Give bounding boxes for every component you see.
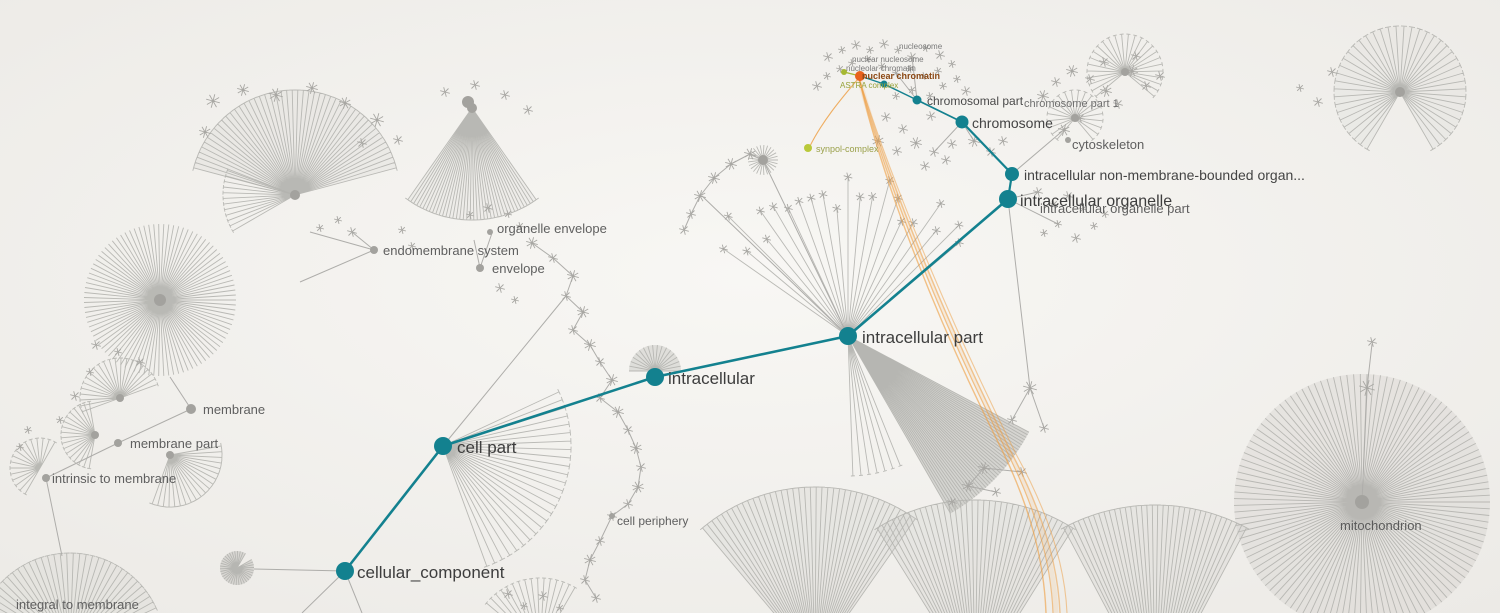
label-cytoskeleton[interactable]: cytoskeleton xyxy=(1072,137,1144,152)
node-chromosome[interactable] xyxy=(955,115,969,129)
gray-hub-node[interactable] xyxy=(1121,68,1129,76)
label-synpol-complex[interactable]: synpol-complex xyxy=(816,144,879,154)
cluster-fan xyxy=(9,437,57,496)
node-cellular-component[interactable] xyxy=(336,562,354,580)
cluster-wedge xyxy=(847,335,1030,514)
gray-hub-node[interactable] xyxy=(476,264,484,272)
label-cell-periphery[interactable]: cell periphery xyxy=(617,514,688,528)
cluster-fan xyxy=(60,400,96,470)
cluster-fan xyxy=(1060,504,1250,613)
node-chromatin[interactable] xyxy=(880,80,888,88)
gray-hub-node[interactable] xyxy=(290,190,300,200)
label-chromosomal-part[interactable]: chromosomal part xyxy=(927,94,1024,108)
node-green-node[interactable] xyxy=(841,69,847,75)
cluster-fan xyxy=(442,389,572,568)
label-nucleolar-chromatin[interactable]: nucleolar chromatin xyxy=(846,64,916,73)
gray-hub-node[interactable] xyxy=(1071,114,1079,122)
gray-hub-node[interactable] xyxy=(467,103,477,113)
node-synpol-complex[interactable] xyxy=(804,144,812,152)
cluster-fan xyxy=(874,499,1076,613)
orange-path-edge xyxy=(858,77,1061,613)
gray-hub-node[interactable] xyxy=(487,229,493,235)
cluster-dandelion xyxy=(83,223,236,377)
label-envelope[interactable]: envelope xyxy=(492,261,545,276)
label-intracellular-part[interactable]: intracellular part xyxy=(862,328,983,347)
cluster-fan xyxy=(723,176,960,337)
label-nuclear-nucleosome[interactable]: nuclear nucleosome xyxy=(852,55,924,64)
cluster-wedge xyxy=(629,345,681,372)
label-cell-part[interactable]: cell part xyxy=(457,438,517,457)
cluster-fan xyxy=(1086,33,1164,99)
cluster-fan xyxy=(149,442,223,508)
gray-hub-node[interactable] xyxy=(42,474,50,482)
label-intracellular-organelle-part[interactable]: intracellular organelle part xyxy=(1040,201,1190,216)
label-intracellular-organelle[interactable]: intracellular organelle xyxy=(1020,193,1172,210)
gray-hub-node[interactable] xyxy=(1065,137,1071,143)
label-chromosome[interactable]: chromosome xyxy=(972,115,1053,131)
node-intracellular-organelle[interactable] xyxy=(999,190,1017,208)
teal-path-edge xyxy=(442,375,656,448)
teal-path-edge xyxy=(961,121,1013,175)
gray-hub-node[interactable] xyxy=(154,294,166,306)
gray-hub-node[interactable] xyxy=(370,246,378,254)
node-intracellular-part[interactable] xyxy=(839,327,857,345)
label-cellular-component[interactable]: cellular_component xyxy=(357,563,505,582)
label-intrinsic-to-membrane[interactable]: intrinsic to membrane xyxy=(52,471,176,486)
orange-path-edge xyxy=(856,77,1059,613)
cluster-fan xyxy=(222,168,296,233)
orange-path-edge xyxy=(858,77,1054,613)
cluster-fill xyxy=(0,553,157,613)
node-intracellular[interactable] xyxy=(646,368,664,386)
cluster-fan xyxy=(79,357,159,414)
node-cell-part[interactable] xyxy=(434,437,452,455)
gray-hub-node[interactable] xyxy=(609,513,615,519)
gray-hub-node[interactable] xyxy=(166,451,174,459)
label-mitochondrion[interactable]: mitochondrion xyxy=(1340,518,1422,533)
cluster-fan xyxy=(405,107,539,221)
cluster-fan xyxy=(1333,25,1467,152)
cluster-fan xyxy=(484,577,577,613)
orange-path-edge xyxy=(809,78,859,147)
teal-path-edge xyxy=(883,83,918,101)
label-organelle-envelope[interactable]: organelle envelope xyxy=(497,221,607,236)
node-intracellular-non-membrane-bounded-organelle[interactable] xyxy=(1005,167,1019,181)
cluster-fan xyxy=(847,335,903,477)
cluster-fan xyxy=(699,486,919,613)
label-nucleosome[interactable]: nucleosome xyxy=(899,42,943,51)
gray-hub-node[interactable] xyxy=(758,155,768,165)
node-chromosomal-part[interactable] xyxy=(912,95,922,105)
gray-hub-node[interactable] xyxy=(91,431,99,439)
label-astra-complex[interactable]: ASTRA complex xyxy=(840,81,898,90)
gray-hub-node[interactable] xyxy=(114,439,122,447)
orange-path-edge xyxy=(858,77,1047,613)
gray-hub-node[interactable] xyxy=(1395,87,1405,97)
teal-path-edge xyxy=(654,334,849,379)
label-intracellular[interactable]: intracellular xyxy=(668,369,755,388)
teal-path-edge xyxy=(847,198,1009,337)
cluster-fill xyxy=(629,345,681,371)
label-membrane[interactable]: membrane xyxy=(203,402,265,417)
orange-path-edge xyxy=(858,77,1068,613)
cluster-dandelion xyxy=(1233,373,1490,613)
cluster-fan xyxy=(0,552,158,613)
label-intracellular-non-membrane-bounded-organ[interactable]: intracellular non-membrane-bounded organ… xyxy=(1024,167,1305,183)
label-endomembrane-system[interactable]: endomembrane system xyxy=(383,243,519,258)
gray-hub-node[interactable] xyxy=(1355,495,1369,509)
label-chromosome-part-1[interactable]: chromosome part 1 xyxy=(1024,98,1119,110)
teal-path-edge xyxy=(916,99,963,123)
node-nuclear-chromatin[interactable] xyxy=(855,71,865,81)
label-membrane-part[interactable]: membrane part xyxy=(130,436,219,451)
teal-path-edge xyxy=(343,445,445,572)
gray-hub-node[interactable] xyxy=(186,404,196,414)
label-integral-to-membrane[interactable]: integral to membrane xyxy=(16,597,139,612)
cluster-dandelion xyxy=(219,550,255,586)
label-nuclear-chromatin[interactable]: nuclear chromatin xyxy=(862,71,940,81)
gray-hub-node[interactable] xyxy=(116,394,124,402)
